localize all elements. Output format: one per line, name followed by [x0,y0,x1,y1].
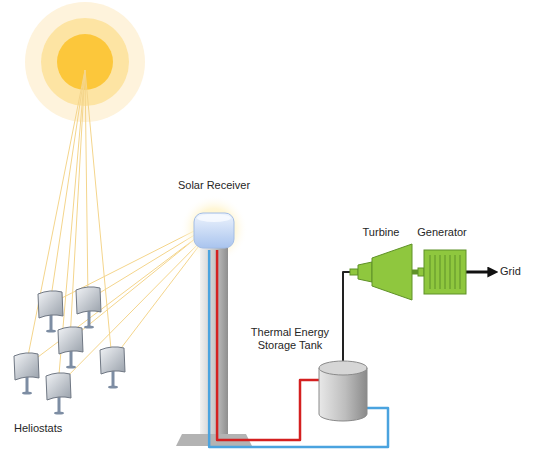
receiver-top [197,214,231,222]
turbine-shaft [412,270,418,275]
heliostat-mirror [38,291,63,333]
sun-ray [50,70,85,304]
heliostat-panel [100,347,125,374]
tower [200,246,228,436]
tank-body [319,368,367,421]
generator-ribs [430,255,460,289]
node-label: Heliostats [14,422,63,435]
label-group: Thermal Energy Storage Tank [247,326,333,352]
sun-ray [58,70,85,386]
heliostat-panel [46,373,71,400]
heliostat-panel [76,287,101,314]
generator-rib [430,255,431,289]
node-label: Solar Receiver [178,179,251,192]
generator-rib [455,255,456,289]
generator: Generator [415,224,469,296]
storage-tank-shape [318,360,368,422]
reflected-ray [26,232,204,366]
heliostat-panel [38,291,63,318]
solar-receiver: Solar Receiver [176,177,253,252]
heliostat-panel [58,327,83,354]
generator-rib [460,255,461,289]
sun-ray [26,70,85,366]
generator-rib [440,255,441,289]
heliostat-foot [22,391,32,394]
power-output-arrow [466,271,494,274]
solar-receiver-shape [192,210,236,250]
heliostat-field: Heliostats [6,280,134,438]
heliostat-foot [46,329,56,332]
grid-terminal: Grid [498,263,523,281]
node-label: Thermal Energy Storage Tank [247,326,333,352]
turbine-shaft [350,269,358,275]
heliostat-post [26,376,29,392]
heliostat-foot [54,411,64,414]
reflected-ray [50,226,204,304]
turbine-lp-stage [372,244,412,300]
reflected-ray [58,236,206,386]
generator-rib [450,255,451,289]
heliostats [14,287,125,415]
heliostat-panel [14,353,39,380]
heliostat-foot [84,325,94,328]
heliostat-post [50,314,53,330]
heliostat-mirror [46,373,71,415]
heliostat-field-shape [8,282,132,418]
label-group: Heliostats [14,422,63,435]
generator-rib [445,255,446,289]
turbine-shape [350,243,412,301]
turbine-hp-stage [358,262,372,282]
node-label: Turbine [363,226,400,239]
heliostat-post [112,370,115,386]
heliostat-post [70,350,73,366]
heliostat-foot [66,365,76,368]
node-label: Generator [417,226,467,239]
heliostat-mirror [58,327,83,369]
label-group: Turbine [363,226,400,239]
label-group: Generator [417,226,467,239]
node-label: Grid [500,265,521,278]
sun-ray [85,70,88,300]
label-group: Grid [500,265,521,278]
receiver-body [194,213,234,248]
heliostat-mirror [76,287,101,329]
cold-fluid-pipe [209,250,388,447]
heliostat-post [58,396,61,412]
steam-line [343,272,350,361]
generator-shape [418,250,466,294]
generator-body [424,250,466,294]
connectors [209,250,494,447]
heliostat-mirror [14,353,39,395]
heliostat-mirror [100,347,125,389]
heliostat-post [88,310,91,326]
heliostat-foot [108,385,118,388]
generator-coupling [418,268,424,276]
turbine: Turbine [348,224,414,303]
label-group: Solar Receiver [178,179,251,192]
tank-top [319,361,367,375]
storage-tank: Thermal Energy Storage Tank [245,324,370,424]
generator-rib [435,255,436,289]
